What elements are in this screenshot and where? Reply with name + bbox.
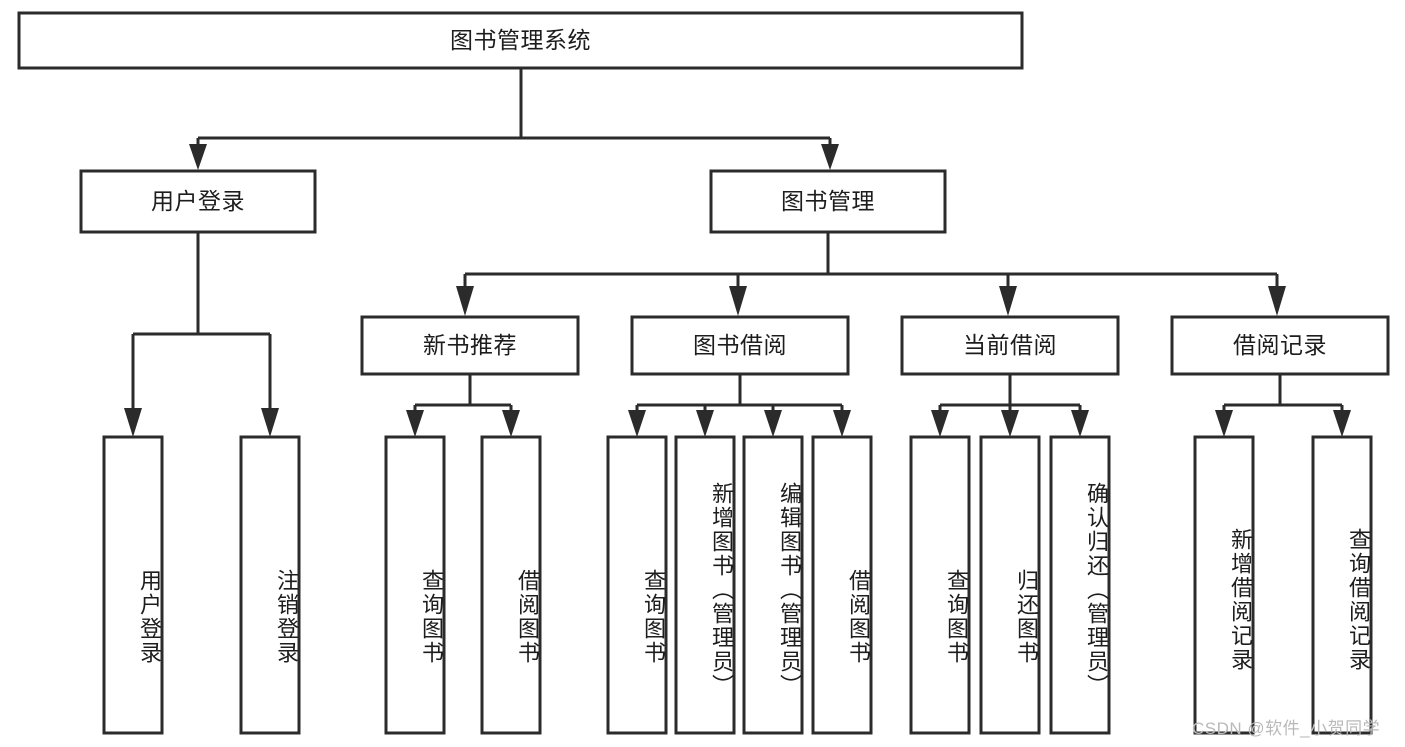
node-box-book-management[interactable] — [709, 169, 947, 234]
watermark-text: CSDN @软件_小贺同学 — [1192, 719, 1381, 738]
node-box-leaf-query-record[interactable] — [1311, 435, 1373, 735]
arrowhead-nbr-leaf-2 — [502, 410, 520, 437]
arrowhead-user-login-leaf-1 — [124, 408, 142, 437]
node-box-leaf-confirm-return[interactable] — [1049, 435, 1111, 735]
arrowhead-user-login-leaf-2 — [261, 408, 279, 437]
arrowhead-bm-to-borrow-record — [1268, 286, 1286, 316]
node-box-current-borrow[interactable] — [900, 315, 1120, 376]
arrowhead-cb-leaf-1 — [931, 410, 949, 437]
arrowhead-cb-leaf-3 — [1071, 410, 1089, 437]
arrowhead-cb-leaf-2 — [1001, 410, 1019, 437]
node-box-leaf-logout-login[interactable] — [239, 435, 301, 735]
arrowhead-bb-leaf-1 — [628, 410, 646, 437]
arrowhead-bm-to-current-borrow — [999, 286, 1017, 316]
arrowhead-bb-leaf-3 — [764, 410, 782, 437]
node-box-book-borrow[interactable] — [630, 315, 850, 376]
node-box-leaf-borrow-book-1[interactable] — [480, 435, 542, 735]
node-box-leaf-borrow-book-2[interactable] — [811, 435, 873, 735]
arrowhead-br-leaf-1 — [1215, 410, 1233, 437]
node-box-leaf-query-book-2[interactable] — [606, 435, 668, 735]
arrowhead-bm-to-book-borrow — [729, 286, 747, 316]
node-box-leaf-add-record[interactable] — [1193, 435, 1255, 735]
node-box-leaf-query-book-3[interactable] — [909, 435, 971, 735]
arrowhead-bm-to-new-book-recommend — [456, 286, 474, 316]
arrowhead-root-to-book-management — [821, 144, 839, 170]
arrowhead-br-leaf-2 — [1333, 410, 1351, 437]
node-box-root[interactable] — [17, 11, 1024, 70]
arrowhead-bb-leaf-2 — [696, 410, 714, 437]
node-box-new-book-recommend[interactable] — [360, 315, 580, 376]
node-box-user-login[interactable] — [79, 169, 317, 234]
node-box-leaf-return-book[interactable] — [979, 435, 1041, 735]
node-box-borrow-record[interactable] — [1170, 315, 1390, 376]
arrowhead-root-to-user-login — [189, 144, 207, 170]
node-box-leaf-edit-book[interactable] — [742, 435, 804, 735]
arrowhead-bb-leaf-4 — [833, 410, 851, 437]
arrowhead-nbr-leaf-1 — [406, 410, 424, 437]
node-box-leaf-add-book[interactable] — [674, 435, 736, 735]
node-box-leaf-user-login[interactable] — [102, 435, 164, 735]
node-box-leaf-query-book-1[interactable] — [384, 435, 446, 735]
